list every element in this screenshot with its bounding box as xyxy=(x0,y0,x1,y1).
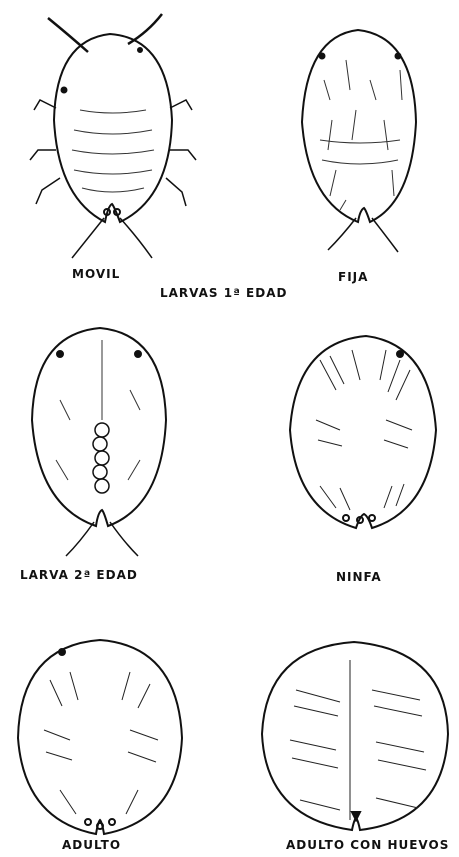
movil-larva-drawing xyxy=(30,14,196,258)
fija-larva-drawing xyxy=(302,30,416,252)
label-larvas-primera-edad: LARVAS 1ª EDAD xyxy=(160,286,287,300)
label-fija: FIJA xyxy=(338,270,368,284)
label-movil: MOVIL xyxy=(72,267,120,281)
adulto-drawing xyxy=(18,640,182,834)
adulto-con-huevos-drawing xyxy=(262,642,448,830)
ninfa-drawing xyxy=(290,336,436,528)
label-adulto-con-huevos: ADULTO CON HUEVOS xyxy=(286,838,449,852)
label-larva-segunda-edad: LARVA 2ª EDAD xyxy=(20,568,138,582)
larva-segunda-edad-drawing xyxy=(32,328,166,556)
label-ninfa: NINFA xyxy=(336,570,382,584)
label-adulto: ADULTO xyxy=(62,838,121,852)
